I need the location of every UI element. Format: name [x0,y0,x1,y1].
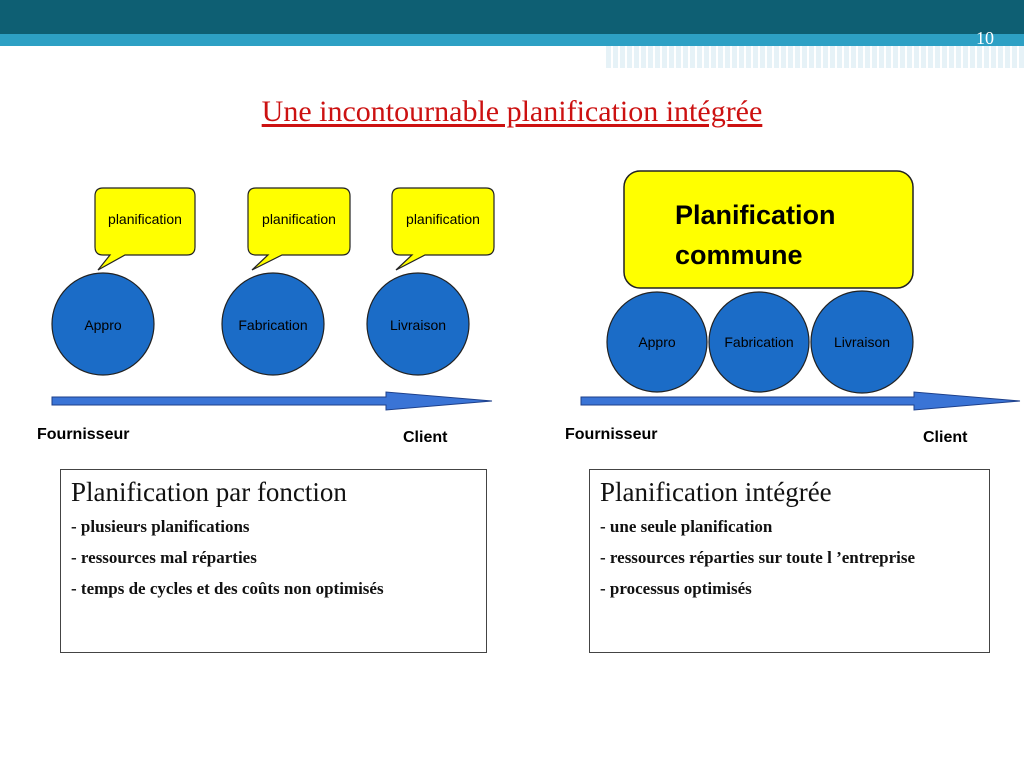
left-bubble-2-label: planification [262,211,336,227]
integrated-planning-item-2: - ressources réparties sur toute l ’entr… [600,547,916,567]
right-node-fabrication: Fabrication [708,291,810,393]
header-band [0,0,1024,34]
function-planning-item-3: - temps de cycles et des coûts non optim… [71,579,384,599]
right-start-label: Fournisseur [565,426,657,443]
left-node-fabrication-label: Fabrication [238,317,307,333]
slide-title: Une incontournable planification intégré… [261,95,763,128]
left-end-label: Client [403,429,448,446]
left-bubble-3: planification [391,187,495,271]
header-stripe [0,34,1024,46]
header-pattern [606,46,1024,68]
common-planning-box: Planification commune [623,170,914,289]
left-bubble-2: planification [247,187,351,271]
integrated-planning-box: Planification intégrée - une seule plani… [589,469,990,653]
right-flow-arrow [580,391,1021,411]
function-planning-item-2: - ressources mal réparties [71,547,257,567]
slide-number: 10 [976,28,994,48]
left-node-appro: Appro [51,272,155,376]
right-node-fabrication-label: Fabrication [724,334,793,350]
common-planning-line1: Planification [675,200,836,230]
function-planning-box: Planification par fonction - plusieurs p… [60,469,487,653]
right-node-appro-label: Appro [638,334,676,350]
left-node-appro-label: Appro [84,317,122,333]
left-node-fabrication: Fabrication [221,272,325,376]
left-node-livraison: Livraison [366,272,470,376]
integrated-planning-item-3: - processus optimisés [600,579,752,599]
left-node-livraison-label: Livraison [390,317,446,333]
left-bubble-1-label: planification [108,211,182,227]
right-node-livraison: Livraison [810,290,914,394]
left-start-label: Fournisseur [37,426,129,443]
right-node-appro: Appro [606,291,708,393]
right-end-label: Client [923,429,968,446]
left-bubble-3-label: planification [406,211,480,227]
left-flow-arrow [51,391,493,411]
function-planning-heading: Planification par fonction [71,477,347,507]
integrated-planning-item-1: - une seule planification [600,516,773,536]
common-planning-line2: commune [675,240,803,270]
right-node-livraison-label: Livraison [834,334,890,350]
integrated-planning-heading: Planification intégrée [600,477,832,507]
function-planning-item-1: - plusieurs planifications [71,516,250,536]
left-bubble-1: planification [94,187,196,271]
